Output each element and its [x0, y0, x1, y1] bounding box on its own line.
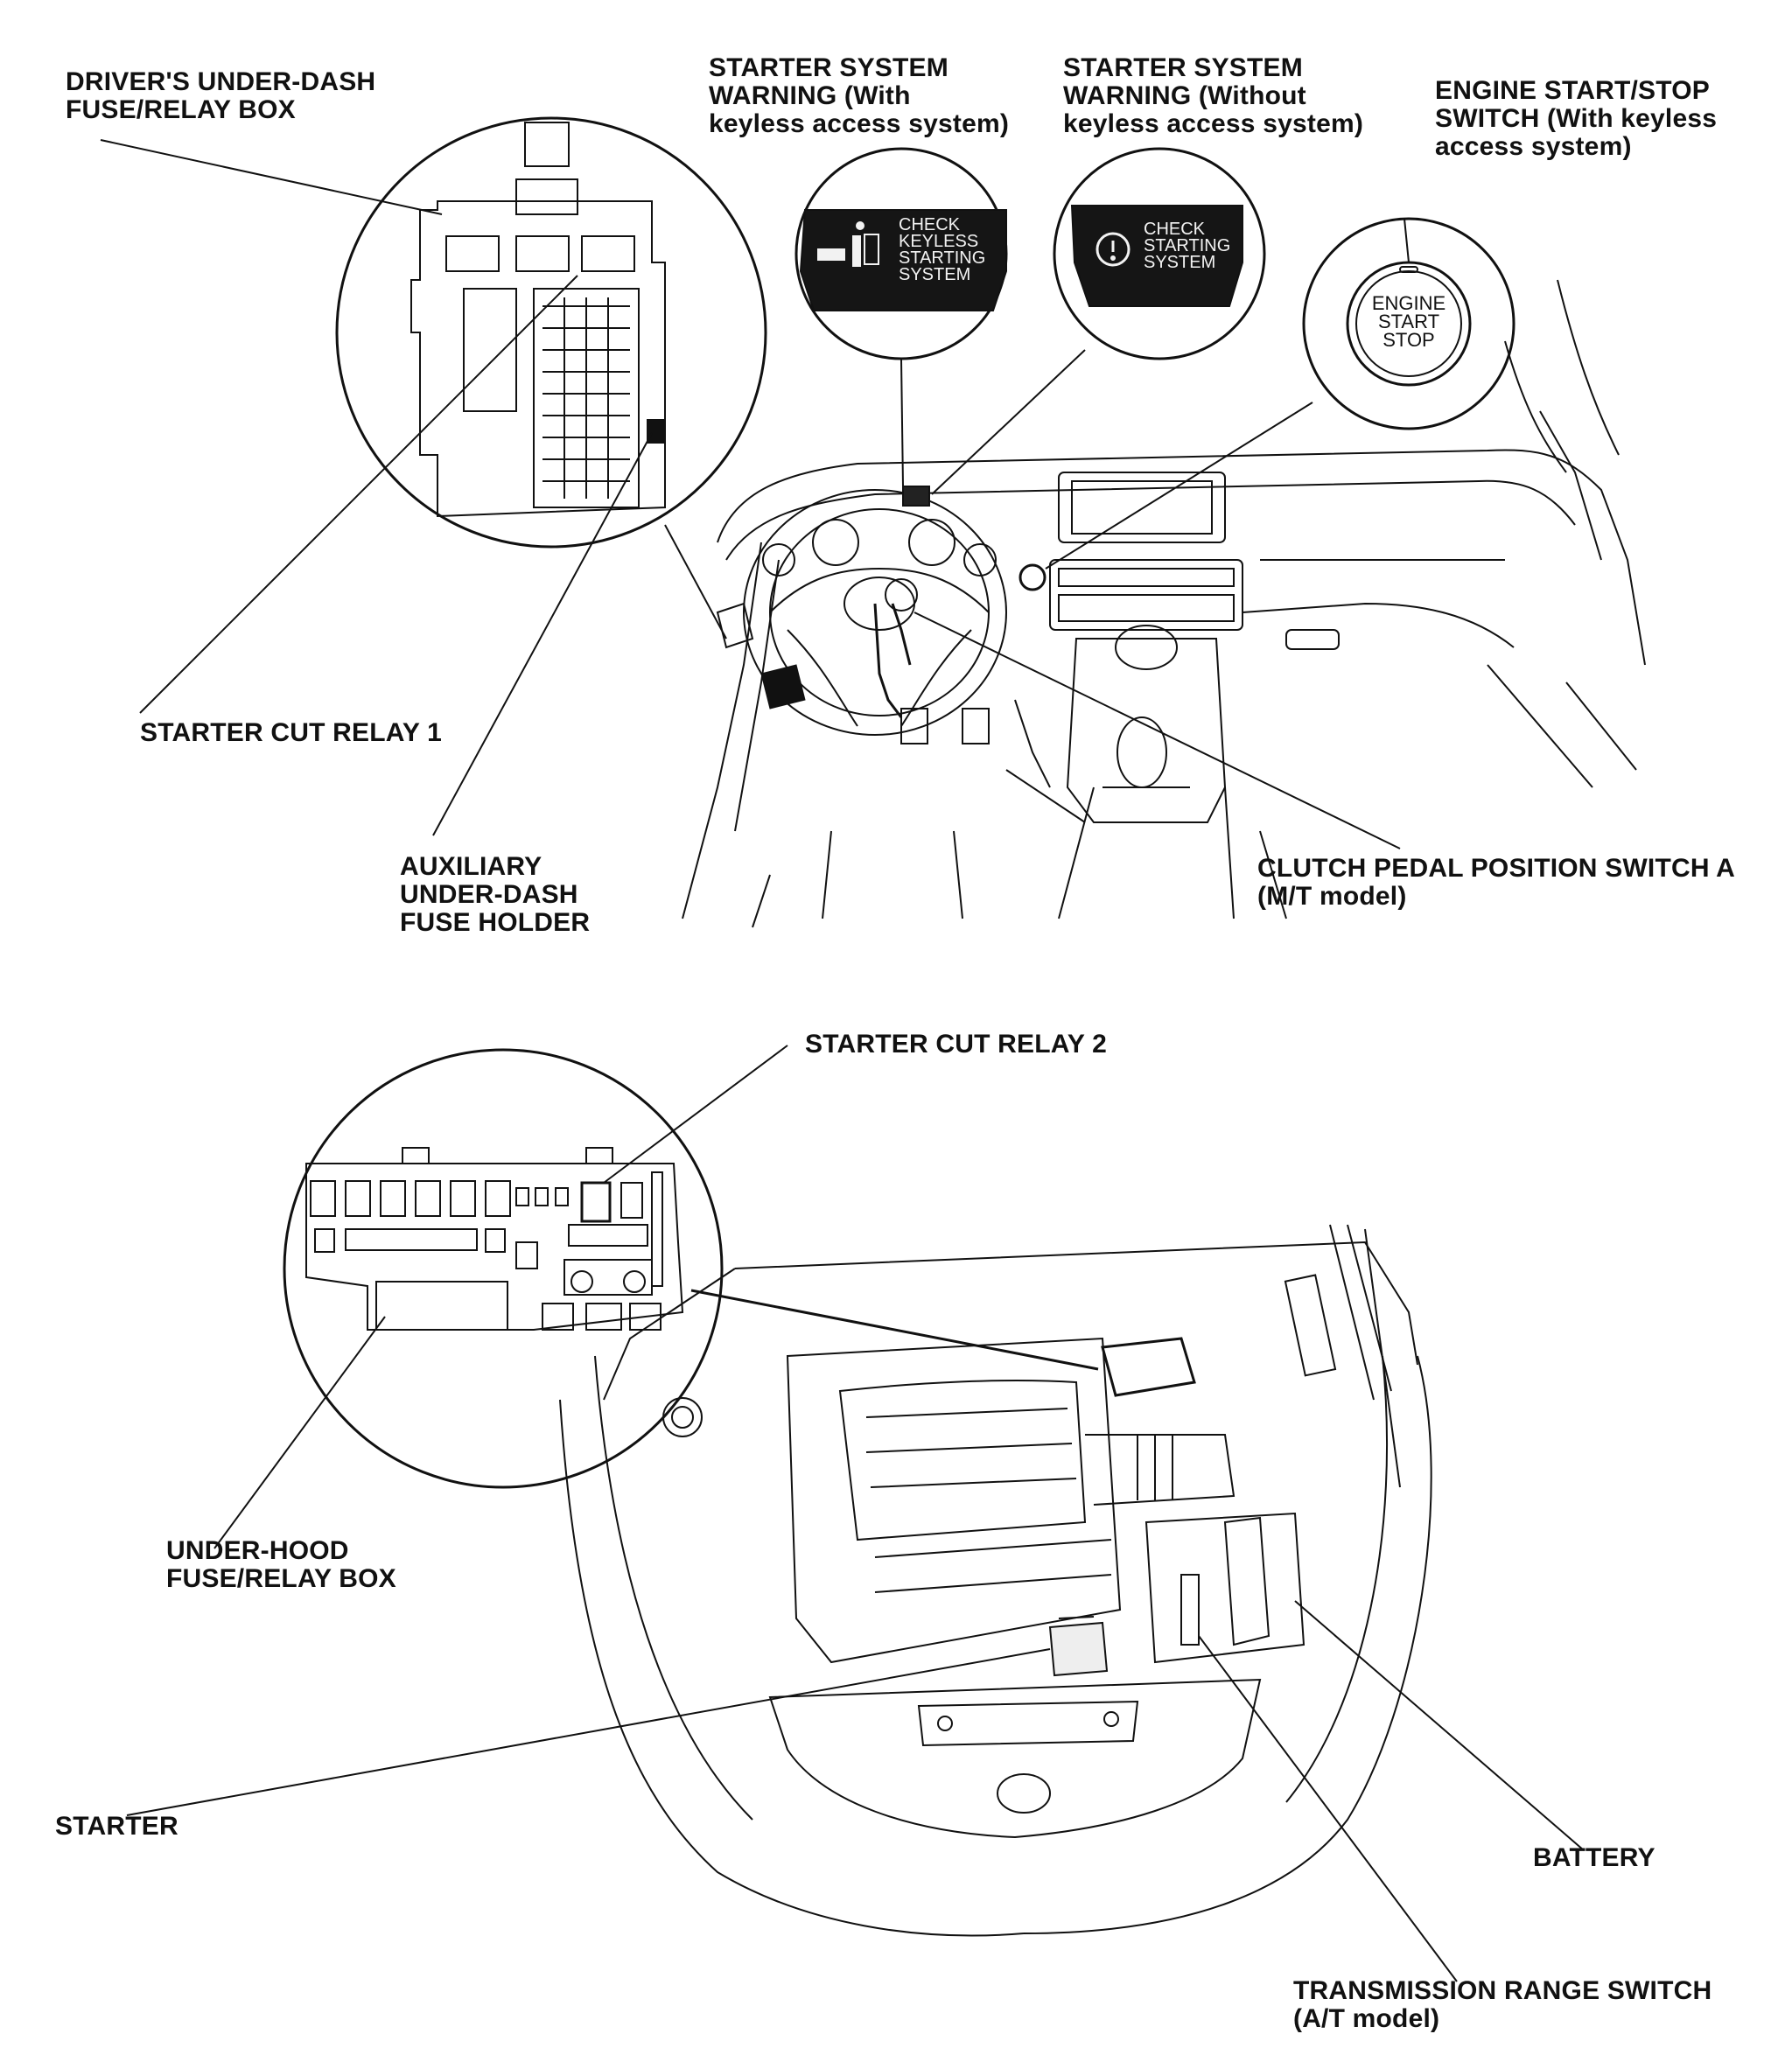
label-under-hood-fuse-box: UNDER-HOOD FUSE/RELAY BOX — [166, 1536, 396, 1593]
label-clutch-pedal-position-switch: CLUTCH PEDAL POSITION SWITCH A (M/T mode… — [1257, 854, 1735, 911]
leader-lines-bottom — [127, 1045, 1584, 1982]
engine-bay-illustration — [560, 1225, 1432, 1935]
engine-start-stop-detail — [1304, 219, 1514, 429]
navigation-screen — [1059, 472, 1225, 542]
label-starter-cut-relay-2: STARTER CUT RELAY 2 — [805, 1030, 1107, 1059]
keyless-warning-display-text: CHECK KEYLESS STARTING SYSTEM — [899, 215, 986, 284]
exclamation-circle-icon — [1097, 234, 1129, 265]
label-auxiliary-fuse-holder: AUXILIARY UNDER-DASH FUSE HOLDER — [400, 852, 591, 937]
label-starter-warning-with-keyless: STARTER SYSTEM WARNING (With keyless acc… — [709, 53, 1010, 138]
starting-warning-display-text: CHECK STARTING SYSTEM — [1144, 220, 1231, 272]
label-drivers-under-dash-fuse-box: DRIVER'S UNDER-DASH FUSE/RELAY BOX — [66, 67, 376, 124]
engine-start-button-text: ENGINE START STOP — [1371, 292, 1446, 351]
label-starter: STARTER — [55, 1812, 178, 1841]
starter-cut-relay-2-location — [582, 1183, 610, 1221]
steering-wheel — [744, 490, 1006, 735]
label-transmission-range-switch: TRANSMISSION RANGE SWITCH (A/T model) — [1293, 1976, 1712, 2033]
key-fob-warning-icon — [818, 222, 878, 266]
leader-lines-top — [101, 140, 1409, 849]
warning-indicator-location — [903, 486, 929, 506]
engine-start-button-location — [1020, 565, 1045, 590]
keyless-warning-detail — [796, 149, 1006, 359]
under-hood-fuse-box-detail — [284, 1050, 722, 1487]
label-starter-cut-relay-1: STARTER CUT RELAY 1 — [140, 718, 442, 747]
dashboard-illustration — [682, 280, 1645, 927]
label-battery: BATTERY — [1533, 1843, 1656, 1872]
drivers-fuse-box-detail — [337, 118, 766, 547]
label-starter-warning-without-keyless: STARTER SYSTEM WARNING (Without keyless … — [1063, 53, 1364, 138]
label-engine-start-stop-switch: ENGINE START/STOP SWITCH (With keyless a… — [1435, 76, 1718, 161]
starting-warning-detail — [1054, 149, 1264, 359]
